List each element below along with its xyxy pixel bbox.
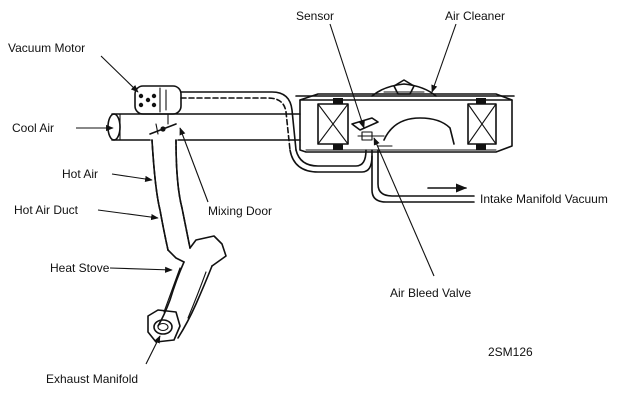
- label-mixing-door: Mixing Door: [208, 204, 272, 218]
- label-heat-stove: Heat Stove: [50, 261, 110, 275]
- figure-code: 2SM126: [488, 345, 533, 359]
- vacuum-motor: [134, 85, 182, 115]
- heat-stove: [147, 235, 227, 343]
- intake-vacuum-line: [371, 149, 475, 203]
- leader-lines: [76, 23, 457, 365]
- label-sensor: Sensor: [296, 9, 334, 23]
- label-hot-air-duct: Hot Air Duct: [14, 203, 79, 217]
- label-air-bleed-valve: Air Bleed Valve: [390, 286, 471, 300]
- hot-air-duct: [151, 139, 191, 251]
- label-hot-air: Hot Air: [62, 167, 98, 181]
- label-air-cleaner: Air Cleaner: [445, 9, 505, 23]
- label-intake-manifold-vacuum: Intake Manifold Vacuum: [480, 192, 608, 206]
- label-exhaust-manifold: Exhaust Manifold: [46, 372, 138, 386]
- label-vacuum-motor: Vacuum Motor: [8, 41, 85, 55]
- air-cleaner-housing: [295, 79, 515, 153]
- label-cool-air: Cool Air: [12, 121, 54, 135]
- snorkel-tube: [107, 113, 301, 141]
- mixing-door: [149, 113, 177, 135]
- vacuum-hoses: [180, 91, 373, 173]
